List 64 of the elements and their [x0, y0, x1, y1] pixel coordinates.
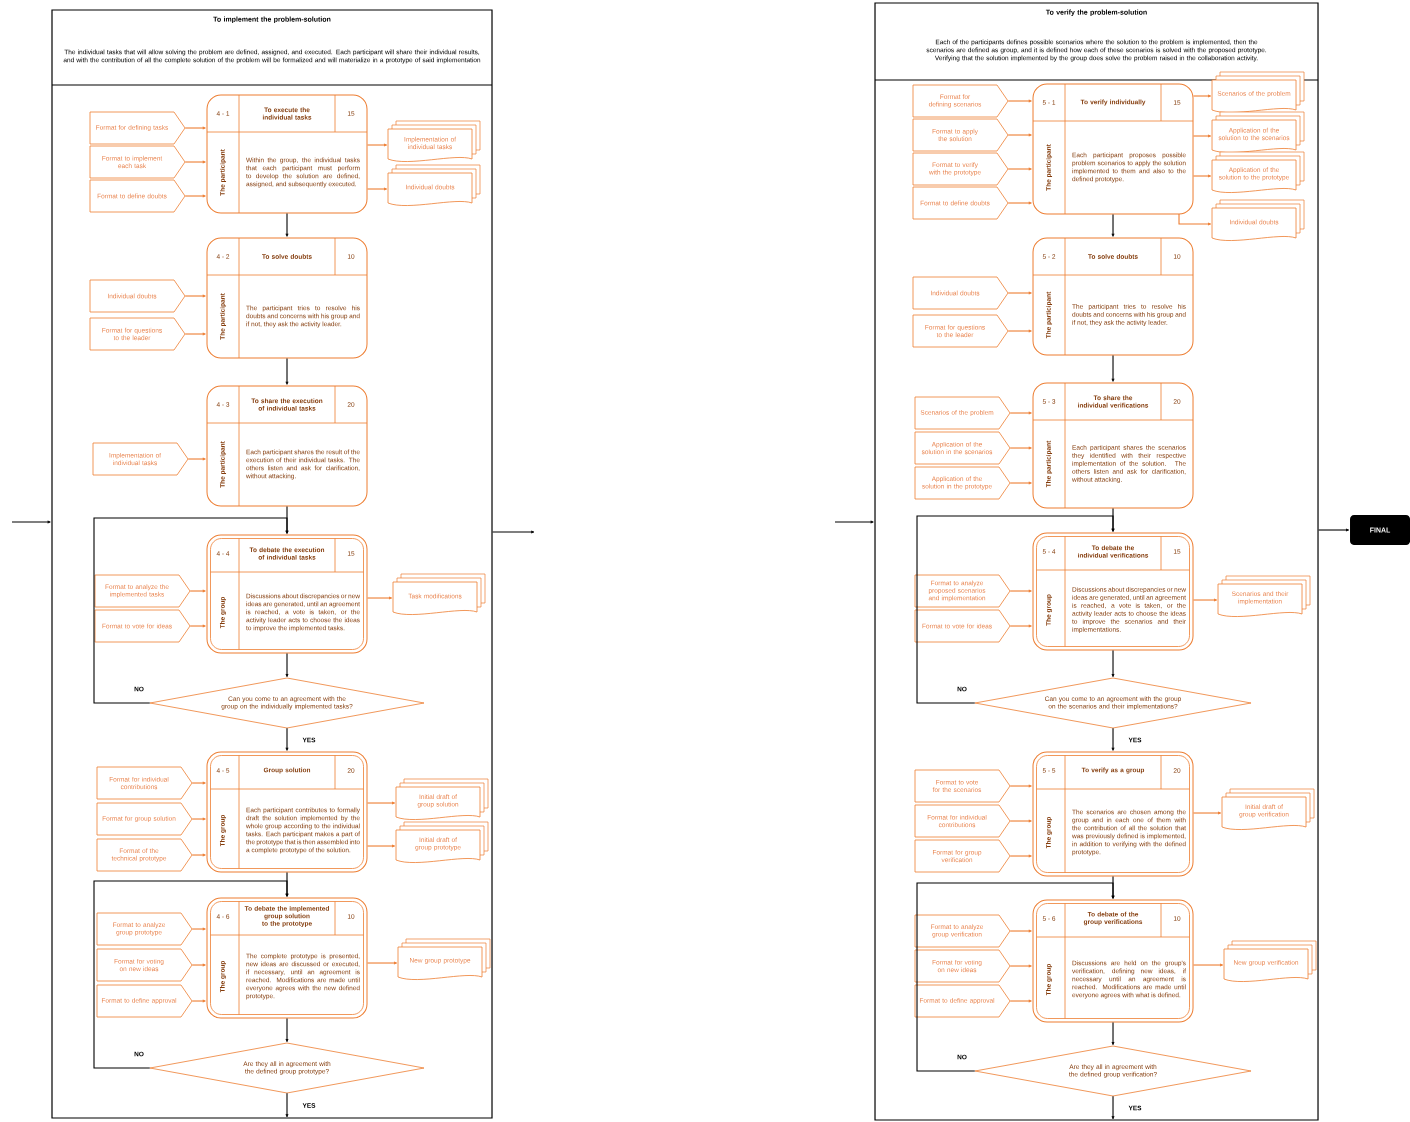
arrow: [184, 294, 206, 298]
arrow: [1111, 649, 1115, 678]
arrow: [189, 624, 206, 628]
arrow: [1318, 528, 1350, 532]
arrow: [285, 652, 289, 678]
arrow: [916, 882, 1115, 1072]
arrow: [191, 999, 206, 1003]
arrow: [1009, 784, 1032, 788]
arrow: [189, 589, 206, 593]
arrow: [366, 844, 396, 848]
arrow: [1009, 964, 1032, 968]
arrow: [184, 332, 206, 336]
arrow: [916, 515, 1115, 704]
arrow: [1009, 481, 1032, 485]
arrow: [1009, 589, 1032, 593]
arrow: [184, 126, 206, 130]
arrow: [1009, 999, 1032, 1003]
arrow: [1009, 624, 1032, 628]
arrow: [1009, 411, 1032, 415]
arrow: [366, 187, 388, 191]
arrow: [1009, 819, 1032, 823]
arrow: [1111, 727, 1115, 751]
arrow: [1192, 811, 1222, 815]
arrow: [1007, 99, 1032, 103]
arrow: [184, 194, 206, 198]
arrow: [1111, 213, 1115, 237]
arrow: [1178, 213, 1212, 226]
arrow: [1007, 329, 1032, 333]
arrow: [285, 1017, 289, 1043]
arrow: [1009, 446, 1032, 450]
arrow: [191, 817, 206, 821]
arrow: [191, 853, 206, 857]
arrow: [1007, 201, 1032, 205]
arrow: [1192, 94, 1212, 98]
arrow: [1007, 133, 1032, 137]
arrow: [366, 143, 388, 147]
arrow: [366, 596, 393, 600]
arrow: [184, 160, 206, 164]
arrow: [1111, 1095, 1115, 1120]
arrow: [1007, 291, 1032, 295]
arrow: [1111, 354, 1115, 382]
arrow: [11, 520, 51, 524]
arrow: [366, 801, 396, 805]
arrow: [1111, 1021, 1115, 1046]
arrow: [492, 530, 535, 534]
arrow: [191, 927, 206, 931]
arrow: [366, 961, 398, 965]
arrow: [285, 357, 289, 385]
arrow: [285, 212, 289, 237]
arrow: [1192, 134, 1212, 138]
arrow: [1009, 929, 1032, 933]
arrow: [1009, 854, 1032, 858]
arrow: [191, 963, 206, 967]
arrow: [93, 517, 289, 704]
arrow: [834, 520, 874, 524]
arrow: [93, 880, 289, 1069]
arrow: [1192, 963, 1224, 967]
arrow: [285, 727, 289, 751]
arrow: [187, 457, 206, 461]
arrow: [1007, 167, 1032, 171]
arrow: [1192, 174, 1212, 178]
arrow: [191, 781, 206, 785]
arrow: [1192, 598, 1218, 602]
arrow: [285, 1092, 289, 1118]
